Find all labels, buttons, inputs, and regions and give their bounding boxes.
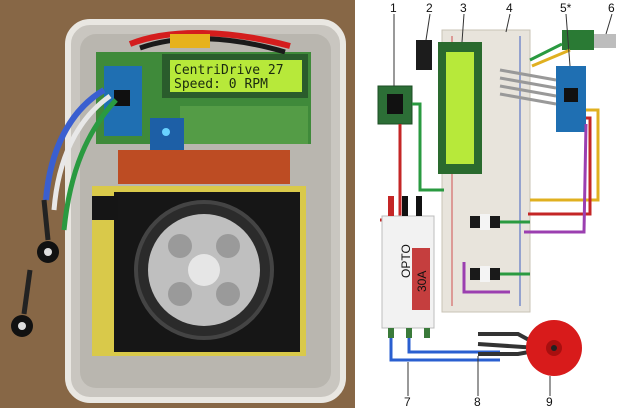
callout-2: 2 <box>426 1 433 15</box>
wire-bundle <box>499 68 557 106</box>
dc-jack <box>416 40 432 70</box>
power-cables <box>128 29 291 49</box>
power-switch-icon <box>92 196 118 220</box>
callout-8: 8 <box>474 395 481 408</box>
callout-6: 6 <box>608 1 615 15</box>
esc-brand-label: OPTO <box>399 244 413 278</box>
callout-5: 5* <box>560 1 572 15</box>
callout-7: 7 <box>404 395 411 408</box>
device-photo: CentriDrive 27 Speed: 0 RPM <box>0 0 355 408</box>
esc-rating-label: 30A <box>415 271 429 292</box>
wiring-diagram: 30A OPTO 1 2 3 4 5* 6 7 8 9 <box>360 0 640 408</box>
lcd-line-2: Speed: 0 RPM <box>174 77 268 92</box>
callout-4: 4 <box>506 1 513 15</box>
callout-3: 3 <box>460 1 467 15</box>
lcd-screen <box>170 60 302 92</box>
callout-9: 9 <box>546 395 553 408</box>
battery-pack <box>118 150 290 184</box>
ribbon-wires <box>43 87 106 201</box>
callout-1: 1 <box>390 1 397 15</box>
sensor-module <box>562 30 594 50</box>
lcd-line-1: CentriDrive 27 <box>174 63 284 78</box>
